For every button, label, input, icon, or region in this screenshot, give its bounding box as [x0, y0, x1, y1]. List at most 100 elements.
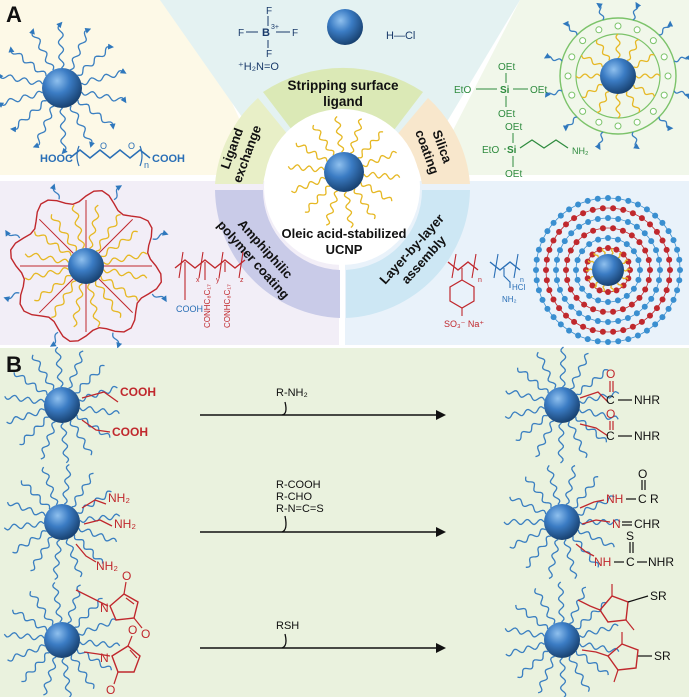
- peg-np-core: [42, 68, 82, 108]
- teos-si: Si: [500, 85, 510, 96]
- ligand-chain: [74, 597, 103, 628]
- lbl-bead: [667, 267, 673, 273]
- lbl-bead: [586, 241, 593, 248]
- lbl-bead: [595, 297, 602, 304]
- poly-z: z: [240, 277, 244, 284]
- lbl-bead: [574, 257, 581, 264]
- ligand-chain: [79, 639, 121, 648]
- silica-node: [579, 37, 587, 45]
- lbl-bead: [610, 205, 617, 212]
- ligand-chain: [546, 465, 561, 505]
- ligand-chain: [334, 115, 345, 153]
- pah-nh2: NH₂: [502, 295, 517, 304]
- row2-left-groups: NH₂ NH₂ NH₂: [75, 491, 136, 573]
- maleimide-ring-2: [111, 645, 141, 673]
- lbl-bead: [599, 328, 606, 335]
- lbl-bead: [610, 328, 617, 335]
- lbl-bead: [665, 228, 672, 235]
- row1-o-2: O: [606, 407, 615, 421]
- silica-node: [649, 37, 657, 45]
- ligand-chain: [577, 529, 615, 548]
- pss-formula: n SO₃⁻ Na⁺: [444, 253, 484, 329]
- ligand-chain: [631, 131, 640, 150]
- lbl-bead: [670, 296, 677, 303]
- ligand-chain: [5, 229, 21, 239]
- stripping-label-1: Stripping surface: [287, 78, 399, 93]
- lbl-bead: [571, 318, 578, 325]
- lbl-bead: [556, 286, 563, 293]
- ligand-chain: [69, 27, 92, 71]
- row3-o-3: O: [128, 623, 137, 637]
- bf-charge: 3+: [271, 24, 279, 31]
- ligand-chain: [579, 623, 619, 639]
- lbl-bead: [599, 205, 606, 212]
- lbl-bead: [663, 246, 670, 253]
- lbl-bead: [599, 225, 606, 232]
- lbl-bead: [630, 248, 637, 255]
- lbl-bead: [643, 327, 650, 334]
- lbl-bead: [556, 228, 563, 235]
- ligand-chain: [77, 43, 114, 76]
- lbl-bead: [605, 339, 611, 345]
- lbl-bead: [564, 256, 571, 263]
- lbl-bead: [652, 212, 659, 219]
- lbl-bead: [635, 276, 642, 283]
- silica-node: [614, 122, 622, 130]
- lbl-bead: [605, 215, 611, 221]
- lbl-bead: [566, 327, 573, 334]
- row2-amide-o: O: [638, 467, 647, 481]
- lbl-bead: [563, 312, 570, 319]
- ligand-chain: [673, 90, 689, 100]
- ligand-chain: [88, 204, 100, 249]
- segment-silica: [396, 98, 470, 184]
- ligand-chain: [503, 518, 545, 526]
- lbl-bead: [589, 327, 596, 334]
- ligand-chain: [13, 372, 48, 395]
- ligand-chain: [516, 367, 549, 394]
- ligand-chain: [362, 150, 397, 168]
- lbl-bead: [610, 308, 617, 315]
- peg-formula: HOOC O O n COOH: [40, 141, 185, 170]
- row1-c-2: C: [606, 429, 615, 443]
- ligand-chain: [79, 513, 121, 524]
- ligand-chain: [585, 268, 593, 272]
- lbl-bead: [584, 336, 591, 343]
- aptes-left: EtO: [482, 145, 499, 156]
- ligand-chain: [593, 252, 599, 258]
- lbl-bead: [553, 256, 560, 263]
- lbl-nanoparticle: [533, 195, 683, 345]
- row2-thiourea-s: S: [626, 529, 634, 543]
- ligand-chain: [33, 231, 72, 257]
- ligand-chain: [602, 285, 606, 293]
- lbl-bead: [676, 277, 683, 284]
- ligand-chain: [32, 105, 55, 149]
- poly-conh-2: CONHC₈C₁₇: [223, 284, 232, 328]
- ligand-chain: [287, 164, 325, 173]
- ligand-chain: [69, 420, 93, 456]
- ligand-chain: [24, 267, 69, 281]
- poly-y: y: [216, 277, 220, 284]
- ligand-chain: [557, 422, 565, 464]
- lbl-bead: [636, 239, 643, 246]
- ligand-chain: [557, 581, 565, 623]
- aptes-top: OEt: [505, 122, 522, 133]
- aptes-formula: OEt EtO Si NH₂ OEt: [482, 122, 589, 180]
- peg-chain: [69, 149, 151, 159]
- ligand-chain: [573, 476, 599, 509]
- row1-left-groups: COOH COOH: [81, 385, 156, 439]
- row1-cooh-2: COOH: [112, 425, 148, 439]
- ligand-chain: [40, 421, 56, 460]
- ligand-chain: [618, 252, 622, 259]
- lbl-bead: [584, 258, 591, 265]
- ligand-chain: [579, 391, 620, 404]
- row2-reagent-1: R-COOH: [276, 479, 321, 491]
- ligand-chain: [81, 68, 127, 86]
- ligand-chain: [622, 259, 629, 265]
- row3-n-2: N: [100, 651, 109, 665]
- row3-o-2: O: [141, 627, 150, 641]
- ligand-chain: [658, 116, 674, 132]
- lbl-bead: [575, 201, 582, 208]
- ligand-chain: [353, 188, 376, 220]
- silica-node: [568, 91, 576, 99]
- lbl-bead: [566, 206, 573, 213]
